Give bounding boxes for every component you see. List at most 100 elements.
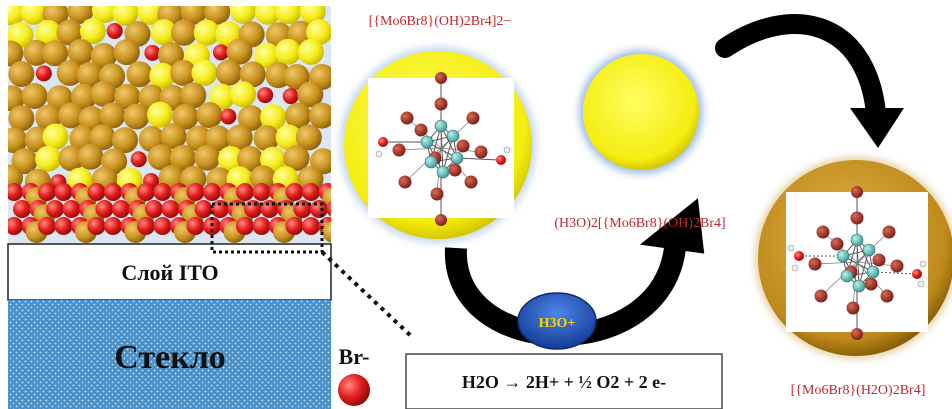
hydronium-ellipse: [517, 292, 597, 350]
nanoparticle: [308, 102, 331, 129]
br-atom: [850, 211, 864, 225]
nanoparticle: [123, 103, 150, 130]
protonated-salt-sphere: [583, 54, 699, 170]
bromide-ion: [38, 183, 56, 201]
br-atom: [830, 237, 844, 251]
bromide-ion: [112, 200, 130, 218]
nanoparticle: [147, 144, 174, 171]
nanoparticle: [35, 19, 62, 46]
nanoparticle: [275, 6, 302, 25]
mo-atom: [862, 243, 876, 257]
br-atom: [435, 214, 447, 226]
nanoparticle: [283, 145, 310, 172]
bromide-ion: [285, 183, 304, 201]
nanoparticle: [254, 6, 281, 25]
nanoparticle: [306, 19, 331, 46]
nanoparticle: [170, 59, 197, 86]
o-atom: [912, 269, 922, 279]
ito-label: Слой ITO: [121, 260, 218, 285]
reaction-box: [405, 353, 723, 409]
nanoparticle: [89, 124, 116, 151]
bromide-ion: [310, 200, 328, 218]
bromide-ion: [38, 217, 56, 235]
br-atom: [882, 225, 896, 239]
nanoparticle: [91, 6, 118, 23]
br-atom: [846, 301, 860, 315]
cluster-anion-label: [{Mo6Br8}(OH)2Br4]2−: [369, 14, 512, 29]
nanoparticle: [114, 83, 141, 110]
br-atom: [414, 123, 428, 137]
nanoparticle: [180, 82, 207, 109]
h-atom: [503, 146, 511, 154]
nanoparticle: [35, 65, 52, 82]
bromide-ion: [236, 217, 254, 235]
nanoparticle: [20, 6, 47, 25]
br-atom: [466, 111, 480, 125]
ito-layer: [7, 243, 332, 301]
br-atom: [448, 163, 462, 177]
nanoparticle: [90, 80, 117, 107]
electrode-stack: [7, 6, 412, 409]
bond-line: [872, 271, 916, 275]
bromide-ion: [186, 183, 205, 201]
nanoparticle: [220, 108, 237, 125]
nanoparticle: [205, 125, 232, 152]
bond-line: [814, 261, 858, 265]
bromide-ion: [8, 217, 23, 235]
nanoparticle: [8, 105, 35, 132]
nanoparticle: [23, 39, 50, 66]
nanoparticle: [212, 44, 229, 61]
nanoparticle: [58, 145, 85, 172]
br-atom: [816, 225, 830, 239]
nanoparticle: [208, 83, 235, 110]
bond-line: [398, 147, 442, 151]
nanoparticle: [285, 102, 312, 129]
bromide-ion: [46, 200, 64, 218]
aqua-complex-label: [{Mo6Br8}(H2O)2Br4]: [791, 383, 926, 398]
br-atom: [814, 289, 828, 303]
mo-atom: [840, 269, 854, 283]
nanoparticle: [76, 61, 103, 88]
mo-atom: [850, 233, 864, 247]
nanoparticle: [275, 124, 302, 151]
nanoparticle: [180, 6, 207, 25]
nanoparticle: [230, 81, 257, 108]
zoom-dotted-line: [320, 250, 412, 337]
br-atom: [851, 328, 863, 340]
nanoparticle-layer: [8, 6, 331, 243]
br-atom: [398, 175, 412, 189]
nanoparticle: [144, 44, 161, 61]
h-atom: [375, 150, 383, 158]
nanoparticle: [160, 123, 187, 150]
br-atom: [890, 259, 904, 273]
o-atom: [794, 251, 804, 261]
mo-atom: [866, 265, 880, 279]
nanoparticle: [113, 39, 140, 66]
bromide-ion: [137, 217, 155, 235]
nanoparticle: [239, 61, 266, 88]
bromide-ion: [104, 217, 122, 235]
mo-atom: [424, 155, 438, 169]
nanoparticle: [42, 40, 69, 67]
nanoparticle: [130, 151, 147, 168]
bromide-ion: [194, 200, 213, 218]
nanoparticle: [146, 101, 173, 128]
bromide-ion: [54, 217, 73, 235]
nanoparticle: [57, 102, 84, 129]
nanoparticle: [111, 127, 138, 154]
nanoparticle: [149, 62, 176, 89]
nanoparticle: [56, 19, 83, 46]
nanoparticle: [253, 125, 280, 152]
zoom-frame: [210, 202, 324, 254]
br-atom: [456, 139, 470, 153]
h-atom: [791, 264, 799, 272]
bromide-ion: [54, 183, 73, 201]
bond-line: [456, 157, 500, 161]
o-atom: [378, 137, 388, 147]
nanoparticle: [150, 19, 177, 46]
mo-atom: [436, 165, 450, 179]
nanoparticle: [253, 42, 280, 69]
br-atom: [392, 143, 406, 157]
br-atom: [864, 277, 878, 291]
